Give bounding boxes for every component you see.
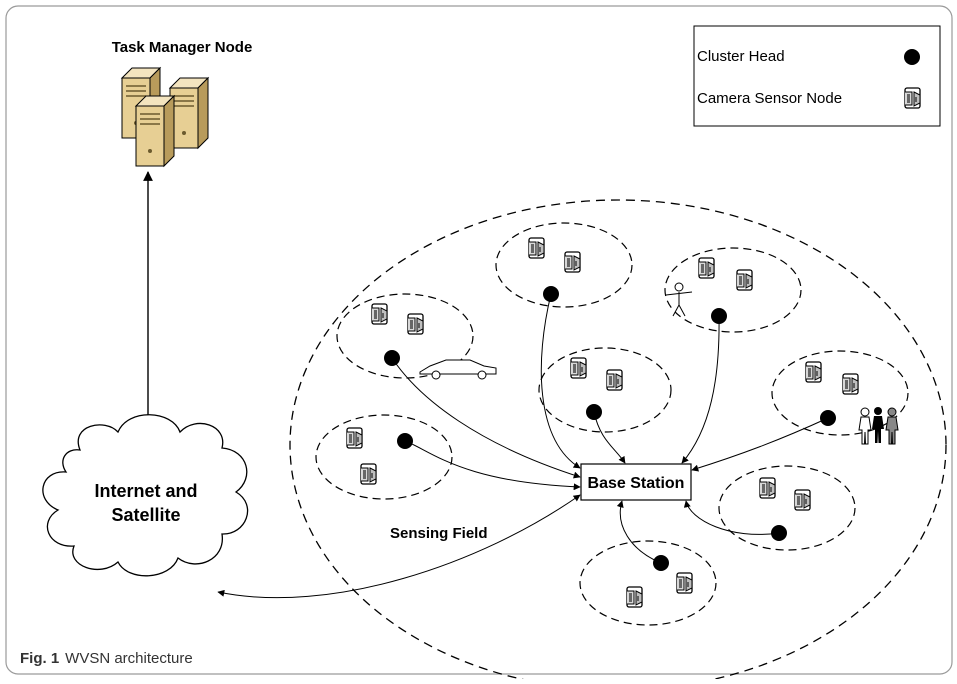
link-cluster-3 — [681, 315, 720, 464]
link-base-station-cloud — [217, 494, 581, 599]
cloud-label-line2: Satellite — [111, 505, 180, 525]
people-group-icon — [858, 407, 899, 445]
link-cluster-1 — [391, 357, 581, 479]
cluster-7 — [718, 465, 856, 551]
cluster-3 — [664, 247, 802, 333]
camera-sensor-icon — [570, 357, 587, 379]
camera-sensor-icon — [842, 373, 859, 395]
cluster-8 — [579, 540, 717, 626]
camera-sensor-icon — [407, 313, 424, 335]
camera-sensor-icon — [805, 361, 822, 383]
legend-cluster-head-label: Cluster Head — [697, 48, 785, 65]
cluster-4 — [538, 347, 672, 433]
camera-sensor-icon — [794, 489, 811, 511]
cluster-head-legend-icon — [904, 49, 920, 65]
link-cluster-8 — [616, 500, 662, 564]
person-icon — [665, 282, 693, 317]
link-cluster-4 — [593, 411, 626, 464]
car-icon — [419, 359, 497, 380]
camera-sensor-icon — [360, 463, 377, 485]
camera-sensor-icon — [698, 257, 715, 279]
camera-sensor-icon — [371, 303, 388, 325]
link-cluster-7 — [683, 500, 780, 535]
camera-sensor-icon — [626, 586, 643, 608]
cluster-5 — [315, 414, 453, 500]
sensing-field-label: Sensing Field — [390, 525, 488, 542]
task-manager-label: Task Manager Node — [112, 39, 253, 56]
cluster-2 — [495, 222, 633, 308]
base-station-label: Base Station — [588, 475, 685, 492]
camera-sensor-icon — [759, 477, 776, 499]
camera-sensor-icon — [528, 237, 545, 259]
link-cluster-6 — [691, 417, 829, 472]
legend-camera-sensor-label: Camera Sensor Node — [697, 90, 842, 107]
camera-sensor-icon — [606, 369, 623, 391]
camera-sensor-legend-icon — [904, 87, 921, 109]
figure-border — [5, 5, 953, 675]
sensing-field-boundary — [289, 199, 947, 684]
camera-sensor-icon — [564, 251, 581, 273]
internet-satellite-cloud — [42, 414, 249, 577]
link-cluster-2 — [540, 293, 581, 469]
camera-sensor-icon — [736, 269, 753, 291]
cloud-label-line1: Internet and — [94, 481, 197, 501]
base-station — [580, 463, 692, 501]
figure-caption: Fig. 1 WVSN architecture — [20, 650, 193, 667]
camera-sensor-icon — [346, 427, 363, 449]
legend: Cluster Head Camera Sensor Node — [693, 25, 941, 127]
links — [217, 293, 829, 599]
link-cluster-5 — [404, 440, 581, 491]
figure-caption-text: WVSN architecture — [65, 650, 193, 667]
camera-sensor-icon — [676, 572, 693, 594]
server-icon — [121, 67, 209, 167]
figure-number: Fig. 1 — [20, 650, 60, 667]
